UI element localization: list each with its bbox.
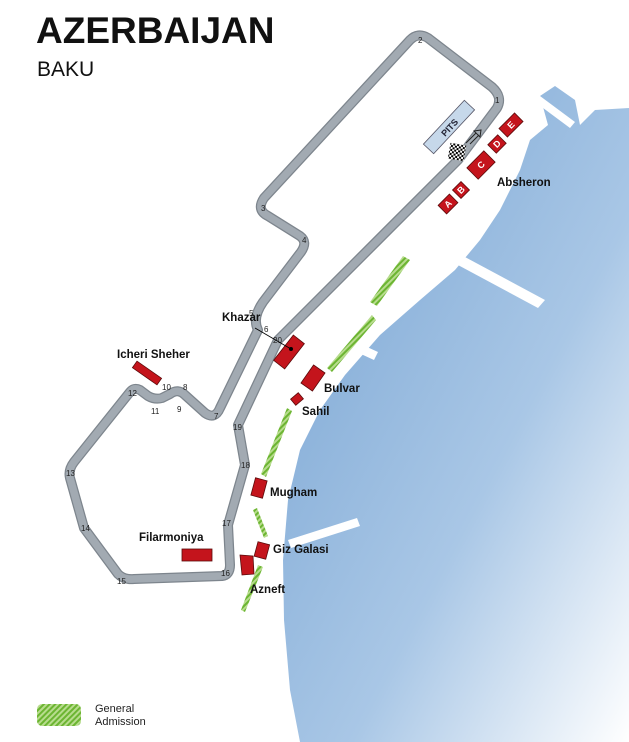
grandstand-sahil[interactable]: Sahil [290,392,330,418]
turn-number: 20 [273,336,282,345]
turn-number: 12 [128,389,137,398]
turn-number: 1 [495,96,500,105]
sea [283,86,629,742]
grandstand-azneft[interactable]: Azneft [239,554,285,596]
race-track-surface [65,31,503,583]
section-label: E [505,119,516,130]
grandstand-giz-galasi[interactable]: Giz Galasi [253,541,329,560]
direction-arrow-icon [465,129,482,145]
legend-general-admission: General Admission [95,703,146,729]
grandstand-bulvar[interactable]: Bulvar [300,364,360,395]
turn-number: 3 [261,204,266,213]
filarmoniya-label: Filarmoniya [139,532,204,544]
icheri-sheher-label: Icheri Sheher [117,349,190,361]
turn-number: 19 [233,423,242,432]
grandstand-khazar[interactable]: Khazar [222,312,305,370]
turn-number: 10 [162,383,171,392]
sahil-label: Sahil [302,406,329,418]
grandstand-filarmoniya[interactable]: Filarmoniya [139,532,213,562]
turn-number: 18 [241,461,250,470]
turn-number: 2 [418,36,423,45]
general-admission-legend-swatch [37,704,81,726]
grandstand-mugham[interactable]: Mugham [250,477,317,499]
turn-number: 15 [117,577,126,586]
turn-number: 7 [214,412,219,421]
absheron-label: Absheron [497,177,551,189]
turn-number: 5 [249,309,254,318]
grandstand-absheron[interactable]: A B C D E Absheron [437,112,551,215]
giz-galasi-label: Giz Galasi [273,544,329,556]
turn-number: 4 [302,236,307,245]
page-subtitle: BAKU [37,58,95,81]
grandstand-icheri-sheher[interactable]: Icheri Sheher [117,349,190,386]
turn-number: 11 [151,407,160,416]
khazar-label: Khazar [222,312,261,324]
turn-number: 17 [222,519,231,528]
turn-number: 8 [183,383,188,392]
general-admission-areas [241,256,410,612]
mugham-label: Mugham [270,487,317,499]
turn-numbers: 1 2 3 4 5 6 7 8 9 10 11 12 13 14 15 16 1… [66,36,500,586]
legend-label-line2: Admission [95,716,146,728]
checkered-flag-icon [447,142,467,162]
turn-number: 16 [221,569,230,578]
turn-number: 9 [177,405,182,414]
turn-number: 6 [264,325,269,334]
turn-number: 13 [66,469,75,478]
legend-label-line1: General [95,703,135,715]
bulvar-label: Bulvar [324,383,360,395]
azneft-label: Azneft [250,584,285,596]
turn-number: 14 [81,524,90,533]
page-title: AZERBAIJAN [36,10,275,51]
